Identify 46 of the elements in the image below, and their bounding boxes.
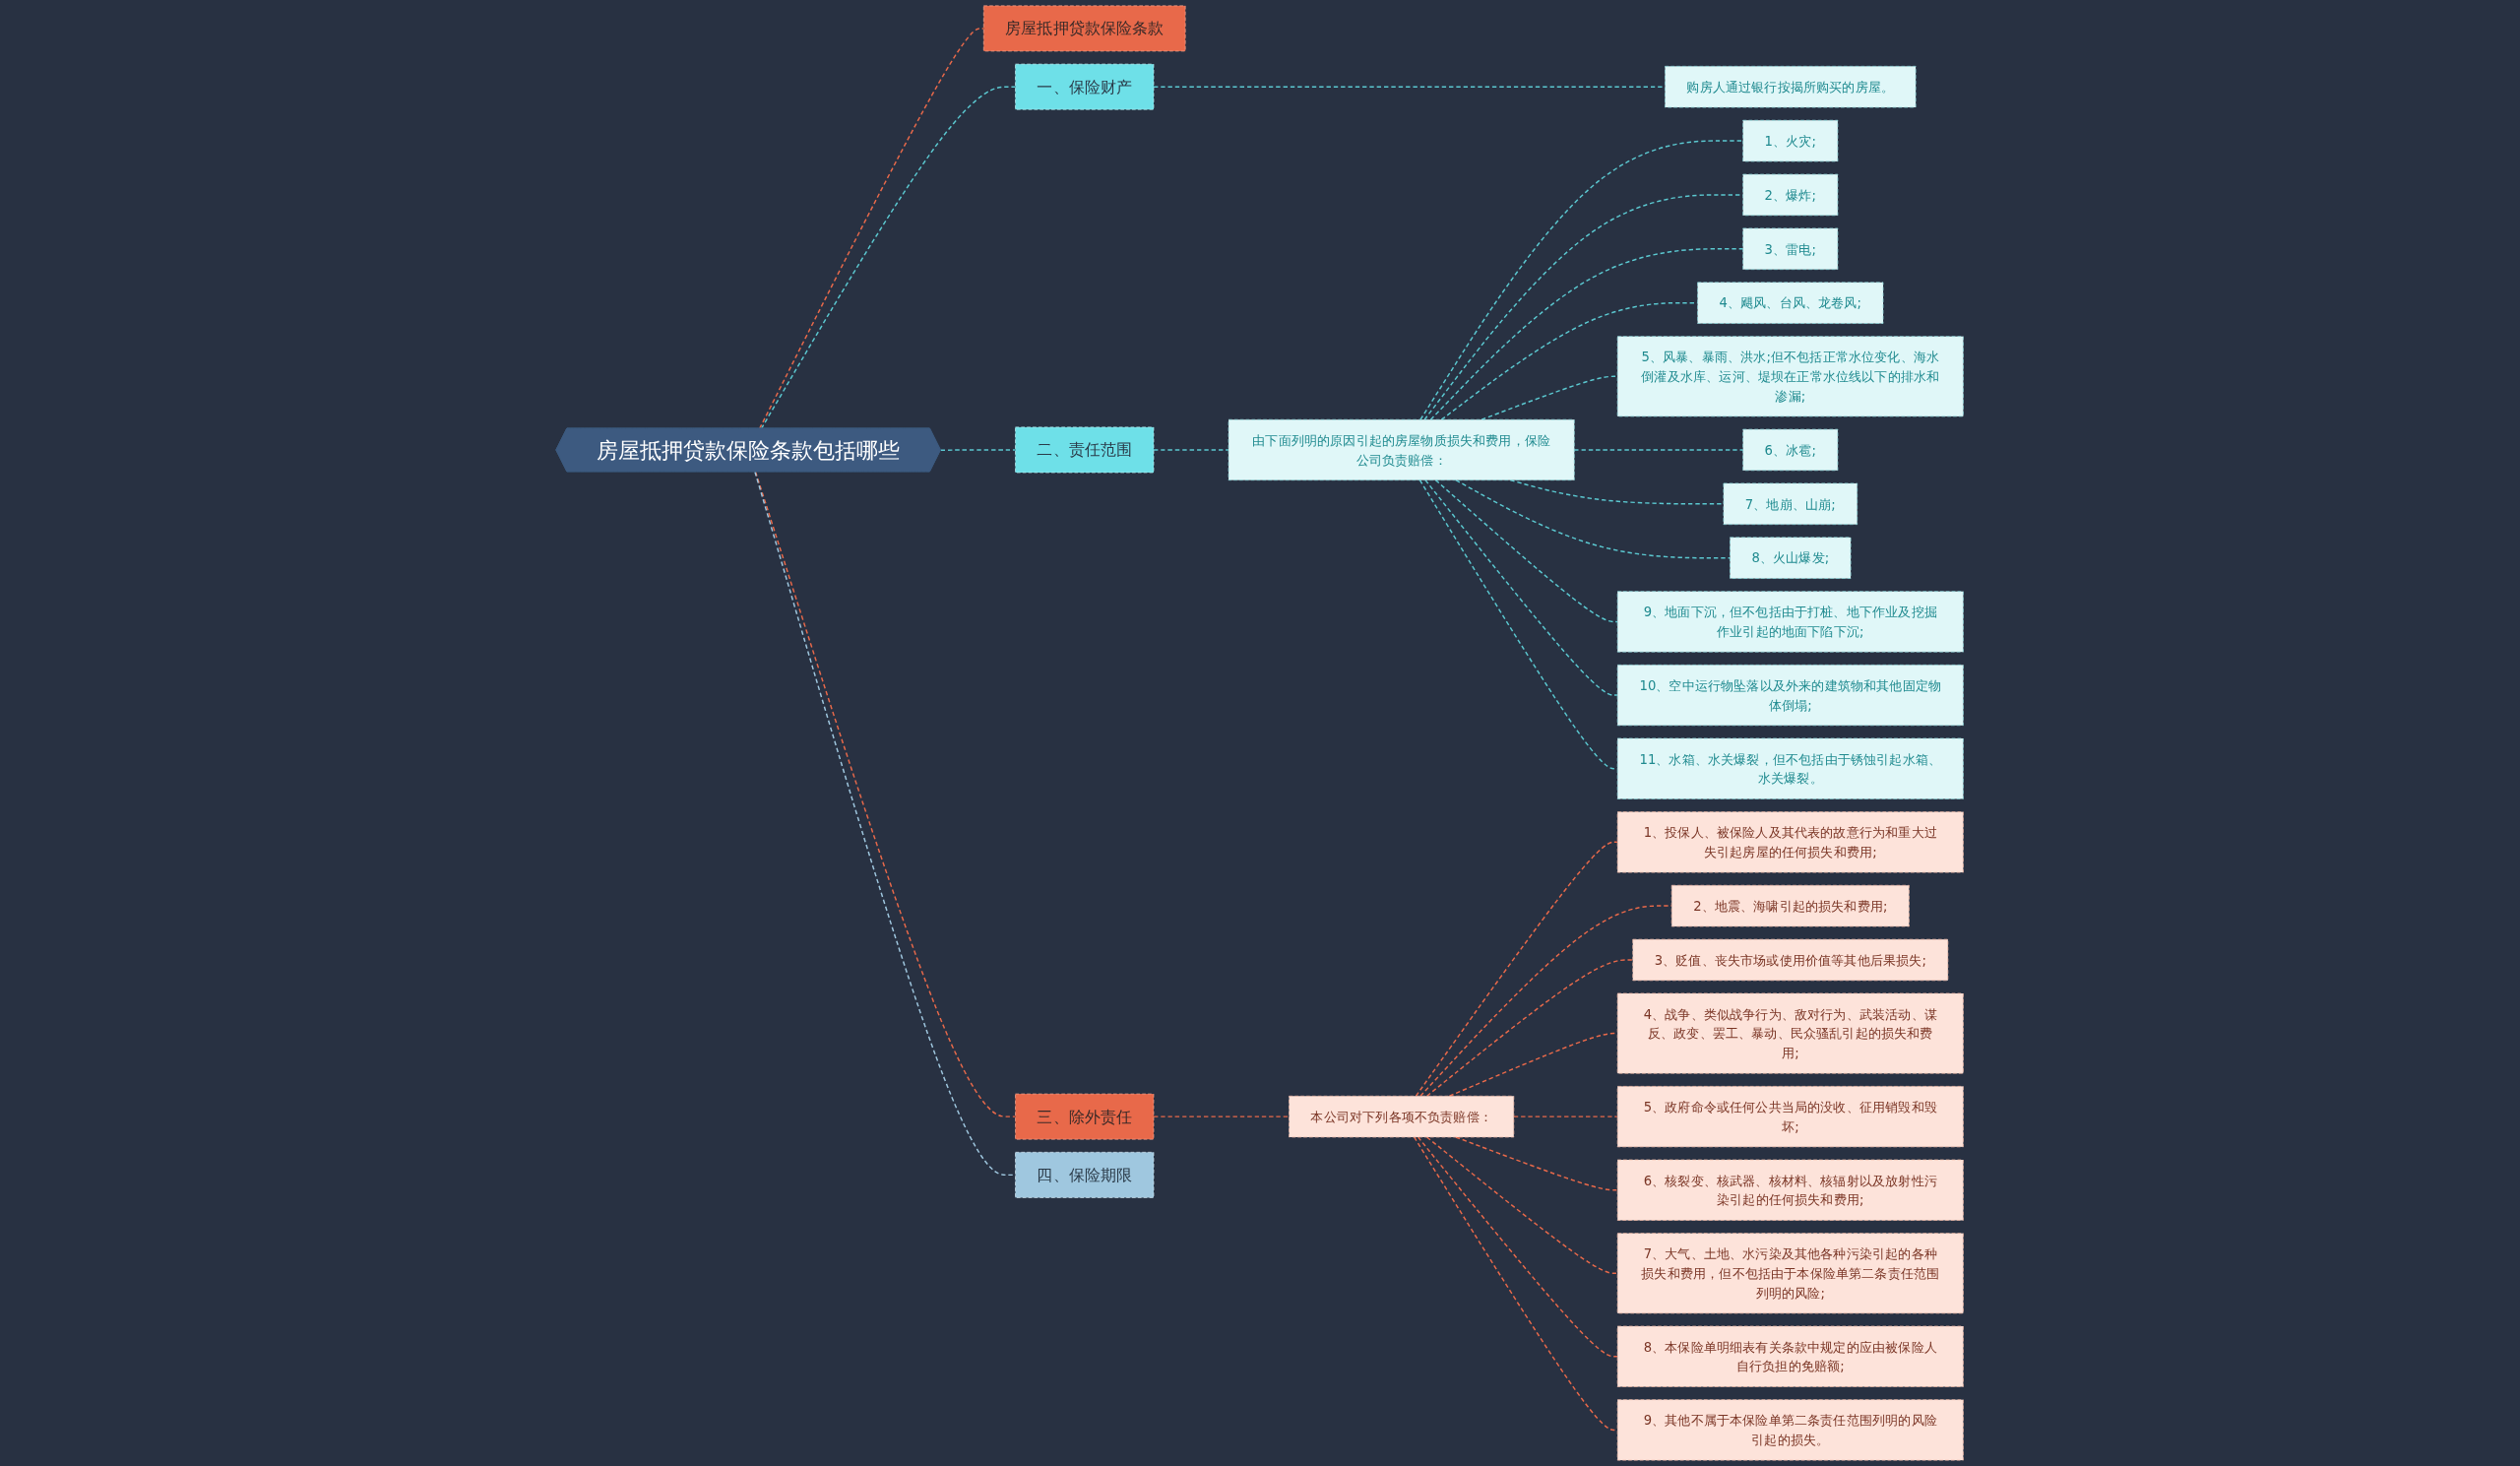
node-box: 9、地面下沉，但不包括由于打桩、地下作业及挖掘作业引起的地面下陷下沉; (1617, 591, 1965, 653)
node-box: 5、风暴、暴雨、洪水;但不包括正常水位变化、海水倒灌及水库、运河、堤坝在正常水位线以下的排水和渗漏; (1617, 336, 1965, 417)
node-box: 7、大气、土地、水污染及其他各种污染引起的各种损失和费用，但不包括由于本保险单第二条责任范围列明的风险; (1617, 1233, 1965, 1314)
node-box: 本公司对下列各项不负责赔偿： (1289, 1095, 1515, 1138)
connector (1426, 959, 1634, 1097)
node-box: 6、冰雹; (1742, 428, 1839, 472)
node-box: 4、飓风、台风、龙卷风; (1697, 282, 1884, 324)
node-box: 购房人通过银行按揭所购买的房屋。 (1665, 65, 1917, 108)
connector (1435, 478, 1619, 623)
node-box: 二、责任范围 (1015, 426, 1155, 474)
node-box: 10、空中运行物坠落以及外来的建筑物和其他固定物体倒塌; (1617, 665, 1965, 727)
node-box: 2、地震、海啸引起的损失和费用; (1671, 884, 1911, 927)
connector (1418, 1136, 1619, 1358)
node-box: 2、爆炸; (1742, 173, 1839, 217)
node-box: 1、投保人、被保险人及其代表的故意行为和重大过失引起房屋的任何损失和费用; (1617, 811, 1965, 873)
connector (1419, 478, 1619, 770)
connector (1419, 140, 1744, 420)
connector (940, 449, 1017, 452)
connector (1455, 478, 1732, 559)
node-box: 8、本保险单明细表有关条款中规定的应由被保险人自行负担的免赔额; (1617, 1325, 1965, 1387)
node-box: 9、其他不属于本保险单第二条责任范围列明的风险引起的损失。 (1617, 1399, 1965, 1461)
node-box: 3、雷电; (1742, 227, 1839, 270)
connector (1153, 449, 1230, 451)
connector (1430, 248, 1744, 420)
node-box: 11、水箱、水关爆裂，但不包括由于锈蚀引起水箱、水关爆裂。 (1617, 737, 1965, 799)
node-box: 8、火山爆发; (1730, 537, 1852, 579)
connector (1513, 1115, 1619, 1117)
connector (1414, 1136, 1619, 1432)
node-box: 房屋抵押贷款保险条款 (983, 5, 1186, 52)
connector (1153, 1115, 1291, 1117)
node-box: 1、火灾; (1742, 119, 1839, 162)
node-box: 一、保险财产 (1015, 63, 1155, 110)
node-box: 三、除外责任 (1015, 1093, 1155, 1140)
node-box: 7、地崩、山崩; (1723, 482, 1858, 526)
connector (1426, 1136, 1619, 1274)
node-box: 3、贬值、丧失市场或使用价值等其他后果损失; (1632, 938, 1949, 982)
node-box: 4、战争、类似战争行为、敌对行为、武装活动、谋反、政变、罢工、暴动、民众骚乱引起的损失和费用; (1617, 992, 1965, 1074)
node-box: 四、保险期限 (1015, 1151, 1155, 1198)
connector (1455, 1136, 1619, 1191)
node-box: 6、核裂变、核武器、核材料、核辐射以及放射性污染引起的任何损失和费用; (1617, 1159, 1965, 1221)
connector (1416, 841, 1619, 1097)
node-box: 由下面列明的原因引起的房屋物质损失和费用，保险公司负责赔偿： (1228, 418, 1576, 481)
connector (1573, 449, 1744, 451)
connector (1423, 194, 1744, 420)
connector (1424, 478, 1619, 696)
node-box: 5、政府命令或任何公共当局的没收、征用销毁和毁坏; (1617, 1086, 1965, 1148)
